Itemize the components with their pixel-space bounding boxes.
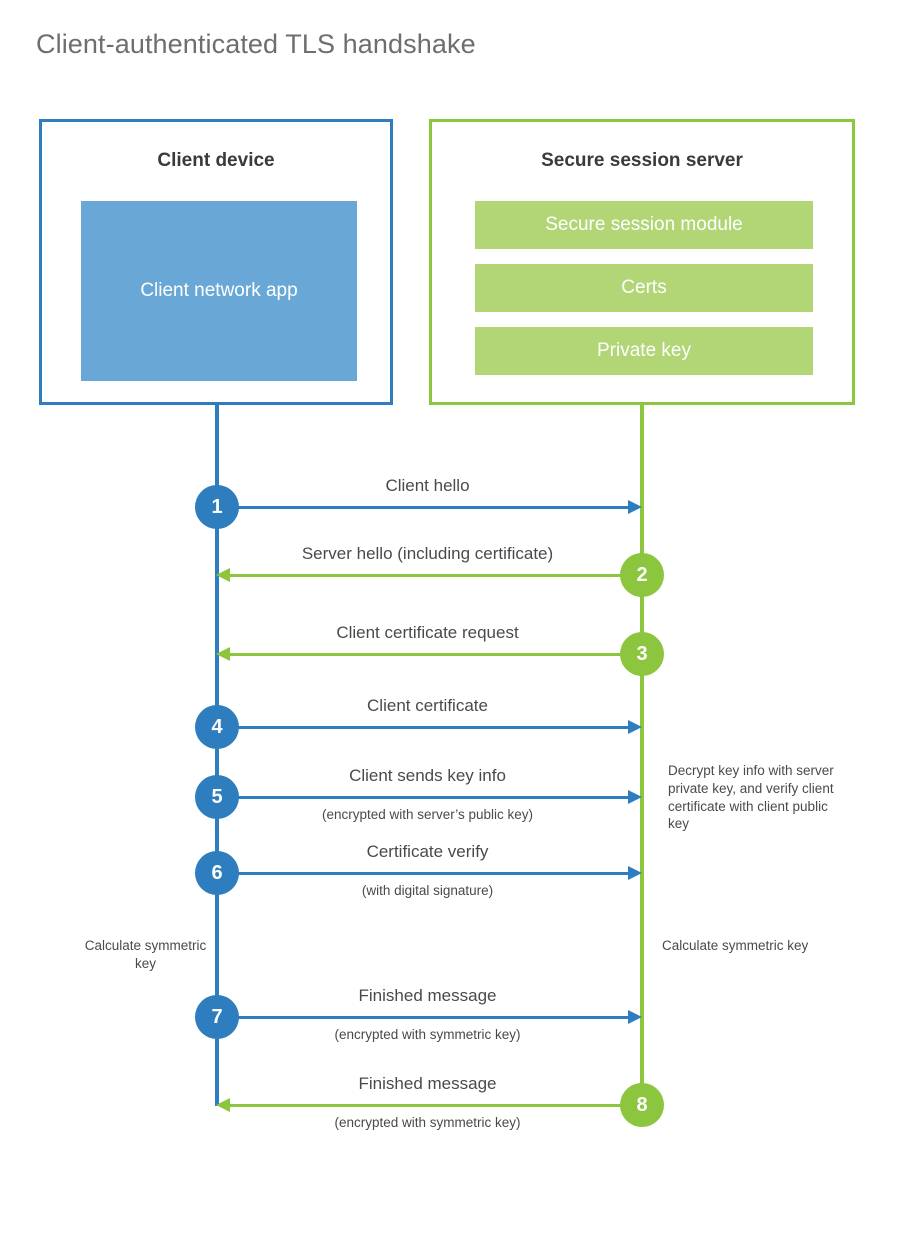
step-8-arrow-head [216, 1098, 230, 1112]
secure-session-server-box: Secure session server Secure session mod… [429, 119, 855, 405]
step-7-bullet[interactable]: 7 [195, 995, 239, 1039]
step-7-sub-label: (encrypted with symmetric key) [334, 1027, 521, 1042]
secure-session-server-title: Secure session server [541, 150, 743, 171]
step-8-arrow-shaft [229, 1104, 642, 1107]
step-7-label: Finished message [358, 986, 497, 1005]
step-1-label: Client hello [385, 476, 470, 495]
step-5-arrow-head [628, 790, 642, 804]
client-calculate-symmetric-key-note: Calculate symmetric key [84, 938, 207, 971]
step-1-arrow-head [628, 500, 642, 514]
server-module-secure-session-module: Secure session module [475, 201, 813, 249]
step-2-arrow-head [216, 568, 230, 582]
step-2-label: Server hello (including certificate) [301, 544, 554, 563]
step-6-label: Certificate verify [366, 842, 489, 861]
step-4-arrow-shaft [217, 726, 630, 729]
client-device-title: Client device [157, 150, 275, 171]
step-7-arrow-shaft [217, 1016, 630, 1019]
step-2-arrow-shaft [229, 574, 642, 577]
server-decrypt-note: Decrypt key info with server private key… [668, 763, 834, 832]
step-8-bullet[interactable]: 8 [620, 1083, 664, 1127]
step-5-arrow-shaft [217, 796, 630, 799]
step-3-bullet[interactable]: 3 [620, 632, 664, 676]
server-module-certs: Certs [475, 264, 813, 312]
step-6-arrow-head [628, 866, 642, 880]
server-calculate-symmetric-key-note: Calculate symmetric key [662, 938, 809, 953]
step-7-arrow-head [628, 1010, 642, 1024]
step-3-label: Client certificate request [336, 623, 519, 642]
step-8-sub-label: (encrypted with symmetric key) [334, 1115, 521, 1130]
server-module-private-key: Private key [475, 327, 813, 375]
step-8-label: Finished message [358, 1074, 497, 1093]
step-6-bullet[interactable]: 6 [195, 851, 239, 895]
server-lifeline [640, 402, 644, 1106]
client-device-box: Client device Client network app [39, 119, 393, 405]
step-5-bullet[interactable]: 5 [195, 775, 239, 819]
client-network-app-block: Client network app [81, 201, 357, 381]
step-3-arrow-shaft [229, 653, 642, 656]
step-3-arrow-head [216, 647, 230, 661]
step-2-bullet[interactable]: 2 [620, 553, 664, 597]
step-5-sub-label: (encrypted with server’s public key) [321, 807, 534, 822]
page-title: Client-authenticated TLS handshake [36, 29, 476, 59]
step-1-bullet[interactable]: 1 [195, 485, 239, 529]
step-6-arrow-shaft [217, 872, 630, 875]
step-4-label: Client certificate [367, 696, 488, 715]
step-4-bullet[interactable]: 4 [195, 705, 239, 749]
step-6-sub-label: (with digital signature) [361, 883, 494, 898]
step-5-label: Client sends key info [349, 766, 506, 785]
step-1-arrow-shaft [217, 506, 630, 509]
step-4-arrow-head [628, 720, 642, 734]
client-lifeline [215, 402, 219, 1106]
